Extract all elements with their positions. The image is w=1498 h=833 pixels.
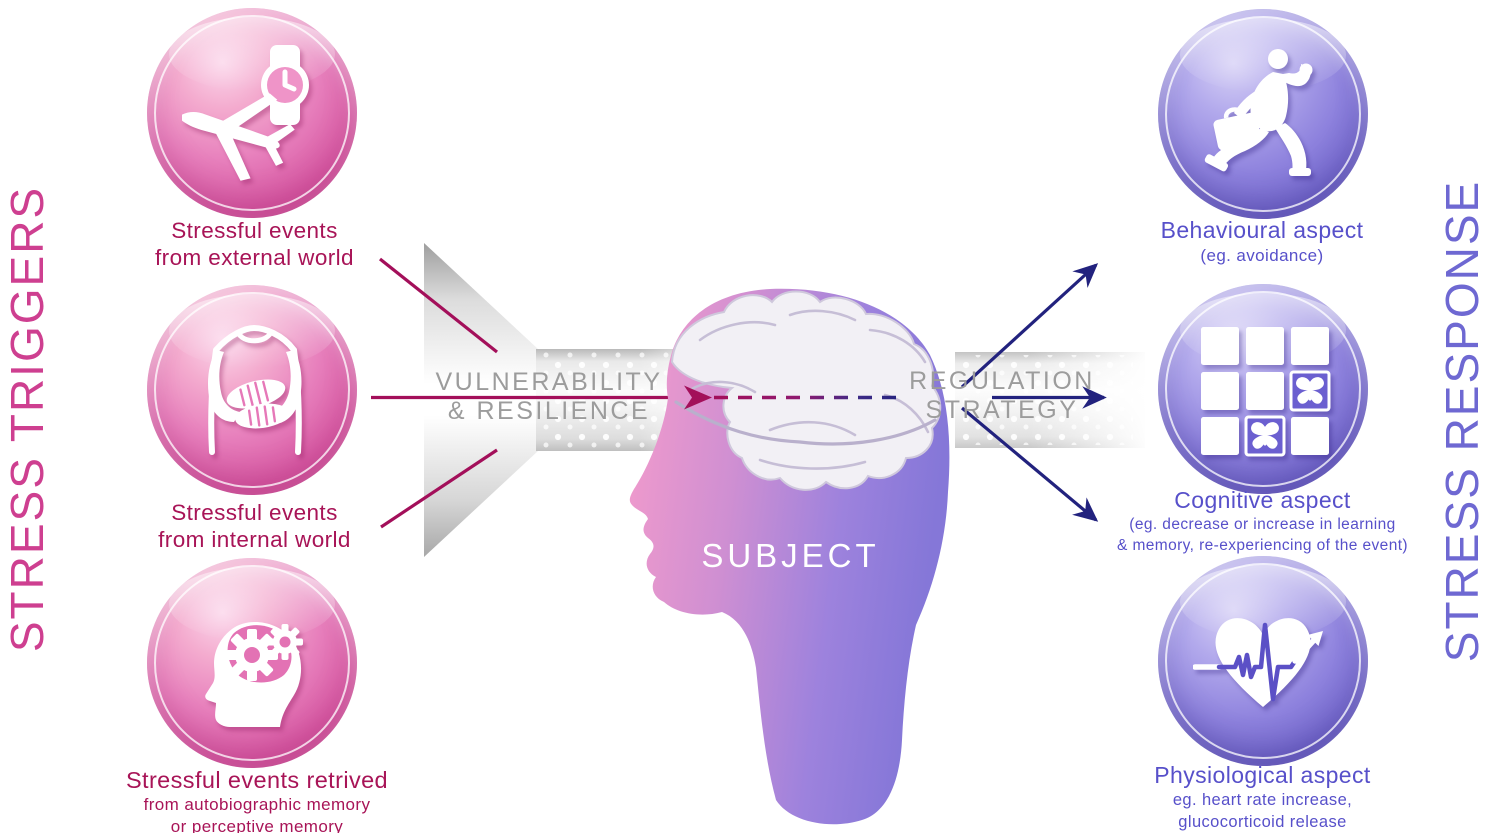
behavioural-arrow	[960, 263, 1099, 389]
vulnerability-resilience-label: VULNERABILITY & RESILIENCE	[435, 368, 663, 425]
external-world-trigger-badge	[147, 8, 357, 218]
subject-label: SUBJECT	[701, 537, 880, 574]
regulation-strategy-label: REGULATION STRATEGY	[909, 367, 1095, 424]
behavioural-aspect-label: Behavioural aspect (eg. avoidance)	[1160, 217, 1364, 265]
internal-trigger-line	[380, 448, 498, 529]
internal-world-trigger-badge	[147, 285, 357, 495]
head-gears-icon	[205, 622, 303, 727]
butterfly-grid-icon	[1201, 327, 1331, 457]
cognitive-response-badge	[1158, 284, 1368, 494]
response-arrows	[960, 263, 1107, 522]
running-businessman-icon	[1204, 49, 1313, 176]
trigger-lines	[371, 257, 686, 529]
heart-ecg-icon	[1193, 618, 1323, 707]
vulnerability-arrowhead	[684, 385, 712, 410]
behavioural-response-badge	[1158, 9, 1368, 219]
airplane-watch-icon	[182, 45, 309, 181]
external-world-label: Stressful events from external world	[155, 218, 354, 270]
memory-trigger-badge	[147, 558, 357, 768]
physiological-arrow	[960, 406, 1099, 522]
internal-world-label: Stressful events from internal world	[158, 500, 351, 552]
memory-label: Stressful events retrived from autobiogr…	[125, 767, 389, 833]
hands-on-stomach-icon	[208, 324, 302, 455]
brain-illustration	[670, 290, 942, 491]
cognitive-aspect-label: Cognitive aspect (eg. decrease or increa…	[1117, 487, 1408, 554]
external-trigger-line	[379, 257, 498, 354]
physiological-aspect-label: Physiological aspect eg. heart rate incr…	[1154, 762, 1371, 831]
physiological-response-badge	[1158, 556, 1368, 766]
